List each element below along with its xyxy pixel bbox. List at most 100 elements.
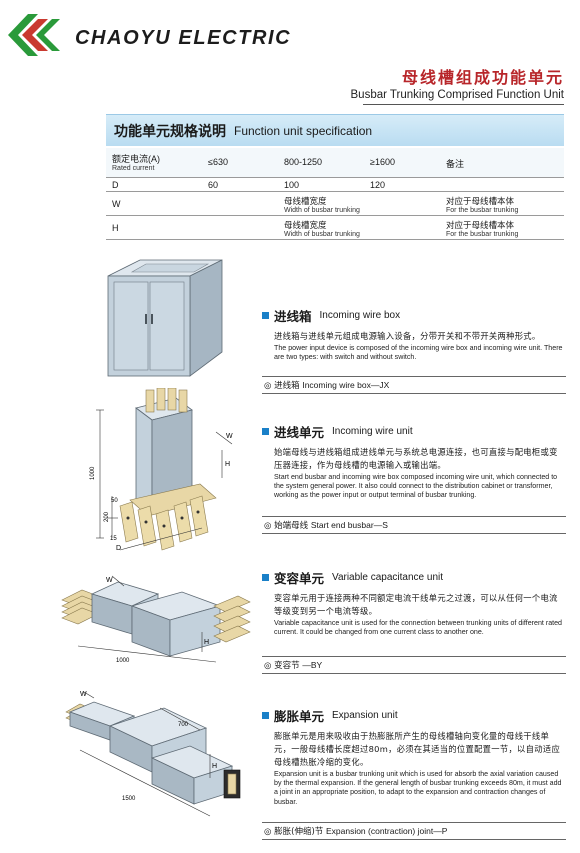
chaoyu-logo-icon [8,14,60,56]
table-row: H 母线槽宽度 Width of busbar trunking 对应于母线槽本… [106,216,564,240]
u2-left-label: 50 [111,498,118,504]
bullet-square-icon [262,574,269,581]
row-label-w: W [112,199,121,209]
code-value: —JX [370,380,390,390]
d-630: 60 [208,180,219,190]
unit-title-cn: 膨胀单元 [274,709,325,724]
rated-current-en: Rated current [112,165,155,172]
unit-desc-cn: 变容单元用于连接两种不同额定电流干线单元之过渡，可以从任何一个电流等级变到另一个… [274,593,558,616]
unit-title-en: Incoming wire unit [332,426,413,437]
u3-length-label: 1000 [116,658,130,664]
unit-title-en: Variable capacitance unit [332,572,444,583]
u2-h-label: H [225,461,230,468]
brand-name: CHAOYU ELECTRIC [75,27,292,49]
expansion-unit-illustration: 1500 700 W H [65,691,241,817]
unit-title: 膨胀单元 Expansion unit [262,706,566,725]
d-800: 100 [284,180,300,190]
unit-section-incoming-unit: 进线单元 Incoming wire unit 始端母线与进线箱组成进线单元与系… [262,422,566,501]
unit-title-en: Expansion unit [332,710,398,721]
u2-w-label: W [226,433,233,440]
unit-section-variable-capacitance: 变容单元 Variable capacitance unit 变容单元用于连接两… [262,568,566,637]
h-note-en: For the busbar trunking [446,231,519,238]
unit-title: 进线箱 Incoming wire box [262,306,566,325]
unit-desc-en: The power input device is composed of th… [274,344,563,362]
col-note: 备注 [446,159,465,169]
code-value: —P [433,826,448,836]
code-cn: 进线箱 [274,381,300,391]
circle-target-icon: ◎ [264,381,272,391]
table-row: D 60 100 120 [106,178,564,192]
table-header-row: 额定电流(A) Rated current ≤630 800-1250 ≥160… [106,148,564,178]
unit-title-cn: 进线单元 [274,425,325,440]
page-title-en: Busbar Trunking Comprised Function Unit [350,89,565,101]
spec-header: 功能单元规格说明 Function unit specification [106,114,564,146]
code-cn: 变容节 [274,661,300,671]
row-label-h: H [112,223,119,233]
u2-low-label: 15 [110,536,117,542]
unit-section-incoming-box: 进线箱 Incoming wire box 进线箱与进线单元组成电源输入设备，分… [262,306,566,362]
unit-desc-cn: 膨胀单元是用来吸收由于热膨胀所产生的母线槽轴向变化量的母线干线单元，一般母线槽长… [274,731,561,767]
variable-capacitance-illustration: 1000 W H [61,575,251,664]
h-desc-cn: 母线槽宽度 [284,220,327,230]
unit-section-expansion: 膨胀单元 Expansion unit 膨胀单元是用来吸收由于热膨胀所产生的母线… [262,706,566,807]
u3-h-label: H [204,639,209,646]
bullet-square-icon [262,712,269,719]
unit-desc-cn: 始端母线与进线箱组成进线单元与系统总电源连接，也可直接与配电柜或变压器连接，作为… [274,447,558,470]
u4-length-label: 1500 [122,796,136,802]
code-en: Expansion (contraction) joint [325,826,434,836]
w-desc-en: Width of busbar trunking [284,207,360,214]
unit-desc-en: Expansion unit is a busbar trunking unit… [274,770,562,806]
unit-title: 变容单元 Variable capacitance unit [262,568,566,587]
col-630: ≤630 [208,157,228,167]
h-note: 对应于母线槽本体 For the busbar trunking [446,219,518,238]
w-note-cn: 对应于母线槽本体 [446,196,515,206]
w-desc-cn: 母线槽宽度 [284,196,327,206]
h-note-cn: 对应于母线槽本体 [446,220,515,230]
page-title-cn: 母线槽组成功能单元 [401,68,564,87]
incoming-wire-unit-illustration: 1000 200 50 15 W H D [90,388,233,552]
unit-code-line: ◎ 始端母线 Start end busbar—S [262,516,566,534]
code-cn: 始端母线 [274,521,309,531]
table-row: W 母线槽宽度 Width of busbar trunking 对应于母线槽本… [106,192,564,216]
w-desc: 母线槽宽度 Width of busbar trunking [284,195,360,214]
u4-w-label: W [80,691,87,698]
unit-desc-en: Start end busbar and incoming wire box c… [274,473,558,500]
code-value: —S [373,520,388,530]
unit-code-line: ◎ 变容节 —BY [262,656,566,674]
spec-title-en: Function unit specification [234,123,373,138]
incoming-wire-box-illustration [107,259,223,377]
u2-height-label: 1000 [90,466,96,480]
unit-desc-en: Variable capacitance unit is used for th… [274,619,563,637]
unit-title: 进线单元 Incoming wire unit [262,422,566,441]
unit-title-cn: 变容单元 [274,571,325,586]
bullet-square-icon [262,428,269,435]
circle-target-icon: ◎ [264,521,272,531]
spec-title-cn: 功能单元规格说明 [114,123,226,140]
unit-title-en: Incoming wire box [319,310,401,321]
u4-mid-label: 700 [178,722,189,728]
col-800-1250: 800-1250 [284,157,323,167]
u2-d-label: D [116,545,121,552]
h-desc-en: Width of busbar trunking [284,231,360,238]
unit-code-line: ◎ 进线箱 Incoming wire box—JX [262,376,566,394]
circle-target-icon: ◎ [264,661,272,671]
code-value: —BY [302,660,323,670]
u4-h-label: H [212,763,217,770]
w-note: 对应于母线槽本体 For the busbar trunking [446,195,518,214]
w-note-en: For the busbar trunking [446,207,519,214]
circle-target-icon: ◎ [264,827,272,837]
bullet-square-icon [262,312,269,319]
u3-w-label: W [106,577,113,584]
unit-desc-cn: 进线箱与进线单元组成电源输入设备，分带开关和不带开关两种形式。 [274,331,541,341]
rated-current-label: 额定电流(A) Rated current [112,152,160,172]
code-en: Incoming wire box [302,380,371,390]
unit-code-line: ◎ 膨胀(伸缩)节 Expansion (contraction) joint—… [262,822,566,840]
spec-table: 额定电流(A) Rated current ≤630 800-1250 ≥160… [106,148,564,240]
h-desc: 母线槽宽度 Width of busbar trunking [284,219,360,238]
col-1600: ≥1600 [370,157,395,167]
code-cn: 膨胀(伸缩)节 [274,827,324,837]
u2-mid-label: 200 [104,511,110,522]
code-en: Start end busbar [310,520,374,530]
d-1600: 120 [370,180,386,190]
unit-title-cn: 进线箱 [274,309,312,324]
